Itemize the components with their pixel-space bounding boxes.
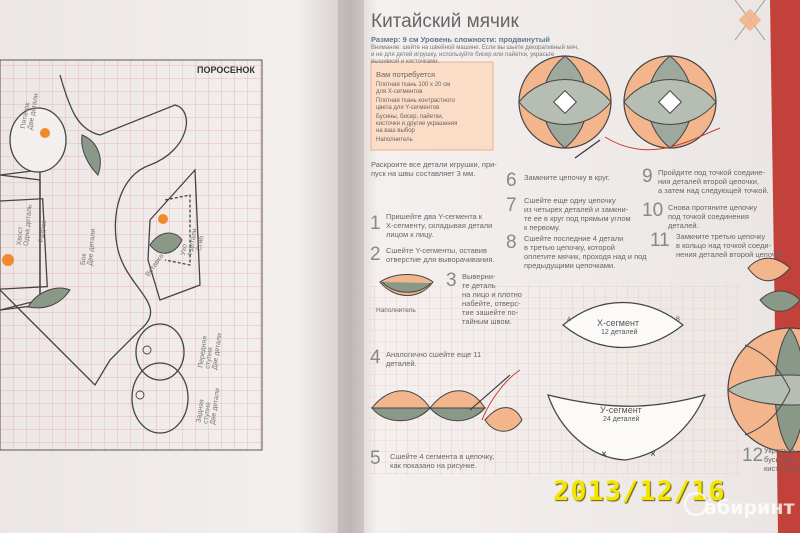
step-2-text: Сшейте Y-сегменты, оставив отверстие для… (386, 246, 495, 264)
seam-note: Раскроите все детали игрушки, при- пуск … (371, 160, 497, 178)
step-4-text: Аналогично сшейте еще 11 деталей. (386, 350, 482, 368)
watermark: абиринт (704, 497, 795, 519)
step-7-number: 7 (506, 195, 517, 216)
pattern-title: ПОРОСЕНОК (197, 65, 255, 75)
step-6-text: Замкните цепочку в круг. (524, 173, 610, 182)
step-11-text: Замкните третью цепочку в кольцо над точ… (676, 232, 786, 259)
ball-diagram-2 (623, 55, 717, 149)
step-11-number: 11 (650, 230, 670, 251)
material-3: Бусины, бисер, пайетки, кисточки и други… (376, 114, 458, 134)
pattern-grid-right (355, 285, 740, 475)
ball-decoration (727, 327, 800, 453)
step-9-number: 9 (642, 166, 653, 187)
materials-title: Вам потребуется (376, 70, 436, 79)
point-a-label: А (567, 317, 572, 323)
material-1: Плотная ткань 100 x 20 см для X-сегменто… (376, 82, 451, 95)
materials-box (370, 61, 494, 151)
step-12-text: Украсьте бусинами и кисточками. (764, 446, 800, 473)
step-7-text: Сшейте еще одну цепочку из четырех детал… (524, 196, 631, 232)
size-line: Размер: 9 см Уровень сложности: продвину… (371, 35, 550, 44)
step-8-number: 8 (506, 232, 517, 253)
y-segment-count: 24 деталей (603, 416, 640, 423)
segment-chain (370, 390, 523, 432)
intro-text: Внимание: шейте на швейной машине. Если … (371, 45, 579, 65)
ball-diagram-1 (518, 55, 612, 149)
y-segment-shape (547, 394, 707, 461)
step-4-number: 4 (370, 347, 381, 368)
point-b-label: В (676, 317, 681, 323)
step-1-number: 1 (370, 213, 381, 234)
step-5-number: 5 (370, 448, 381, 469)
step-6-number: 6 (506, 170, 517, 191)
step-9-text: Пройдите под точкой соедине- ния деталей… (658, 168, 769, 195)
svg-text:×: × (650, 449, 656, 460)
filler-label: Наполнитель (376, 307, 416, 314)
labirint-logo-icon (684, 492, 708, 516)
y-segment-name: У-сегмент (600, 405, 642, 415)
material-2: Плотная ткань контрастного цвета для Y-с… (376, 98, 455, 111)
page-title: Китайский мячик (371, 11, 519, 32)
step-5-text: Сшейте 4 сегмента в цепочку, как показан… (390, 452, 495, 470)
step-8-text: Сшейте последние 4 детали в третью цепоч… (524, 234, 647, 270)
x-segment-count: 12 деталей (601, 329, 638, 336)
step-2-number: 2 (370, 244, 381, 265)
step-12-number: 12 (742, 445, 764, 466)
step-1-text: Пришейте два Y-сегмента к X-сегменту, ск… (386, 212, 493, 239)
material-4: Наполнитель (376, 137, 413, 143)
step-3-number: 3 (446, 270, 457, 291)
svg-text:×: × (601, 449, 607, 460)
x-segment-shape (562, 301, 684, 349)
step-10-number: 10 (642, 200, 664, 221)
step-10-text: Снова протяните цепочку под точкой соеди… (668, 203, 758, 230)
x-segment-name: X-сегмент (597, 318, 640, 328)
step-3-text: Выверни- те деталь на лицо и плотно набе… (462, 272, 522, 326)
